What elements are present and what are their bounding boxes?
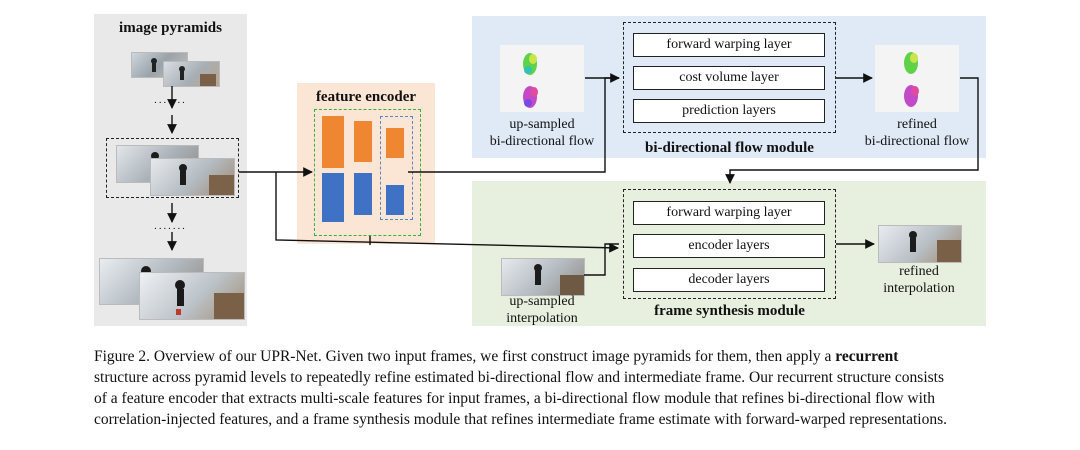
flow-module-title: bi-directional flow module [645,140,814,156]
pyramid-large-frame-front [139,272,245,320]
upsampled-interpolation-image [501,258,585,296]
flow-cost-volume-layer: cost volume layer [633,66,825,90]
pyramid-to-synthesis-arrow [275,172,619,253]
refined-interp-label-1: refined [899,264,939,279]
flow-module-dashed-box [623,22,836,133]
upsampled-flow-label-1: up-sampled [509,117,575,132]
encoder-orange-block-1 [322,116,344,168]
caption-line-1-text: Figure 2. Overview of our UPR-Net. Given… [94,348,836,365]
upsampled-flow-image [500,45,584,112]
flow-forward-warping-layer: forward warping layer [633,33,825,57]
encoder-orange-block-3 [386,128,404,158]
upsampled-flow-label-2: bi-directional flow [489,134,595,149]
refined-flow-label-2: bi-directional flow [864,134,970,149]
caption-line-4: correlation-injected features, and a fra… [94,411,948,428]
encoder-blue-block-1 [322,173,344,222]
flow-prediction-layers: prediction layers [633,99,825,123]
flow-to-synthesis-arrow [725,77,979,184]
interp-input-line [584,243,619,276]
upsampled-interp-label-2: interpolation [506,311,578,326]
pyramid-dots-bottom: ······· [153,223,187,235]
caption-line-3: of a feature encoder that extracts multi… [94,390,935,407]
refined-flow-label-1: refined [897,117,937,132]
synthesis-module-title: frame synthesis module [654,303,805,319]
refined-interpolation-image [878,225,962,263]
encoder-to-flow-arrow [408,73,620,173]
encoder-orange-block-2 [354,121,372,162]
pyramid-mid-frame-front [150,158,235,196]
refined-interp-label-2: interpolation [883,281,955,296]
image-pyramids-title: image pyramids [119,20,222,36]
encoder-blue-block-3 [386,185,404,215]
caption-line-2: structure across pyramid levels to repea… [94,369,945,386]
encoder-inner-dashed-box [380,116,413,220]
upsampled-interp-label-1: up-sampled [509,294,575,309]
pyramid-current-level-box [106,138,239,198]
caption-line-1: Figure 2. Overview of our UPR-Net. Given… [94,346,1069,367]
synthesis-encoder-layers: encoder layers [633,234,825,258]
synthesis-forward-warping-layer: forward warping layer [633,201,825,225]
refined-flow-image [875,45,959,112]
caption-bold-word: recurrent [835,348,899,365]
figure-caption: Figure 2. Overview of our UPR-Net. Given… [94,346,1069,430]
encoder-blue-block-2 [354,173,372,215]
synthesis-module-dashed-box [623,189,836,299]
synthesis-decoder-layers: decoder layers [633,268,825,292]
pyramid-small-frame-front [163,61,220,87]
feature-encoder-title: feature encoder [315,89,417,105]
